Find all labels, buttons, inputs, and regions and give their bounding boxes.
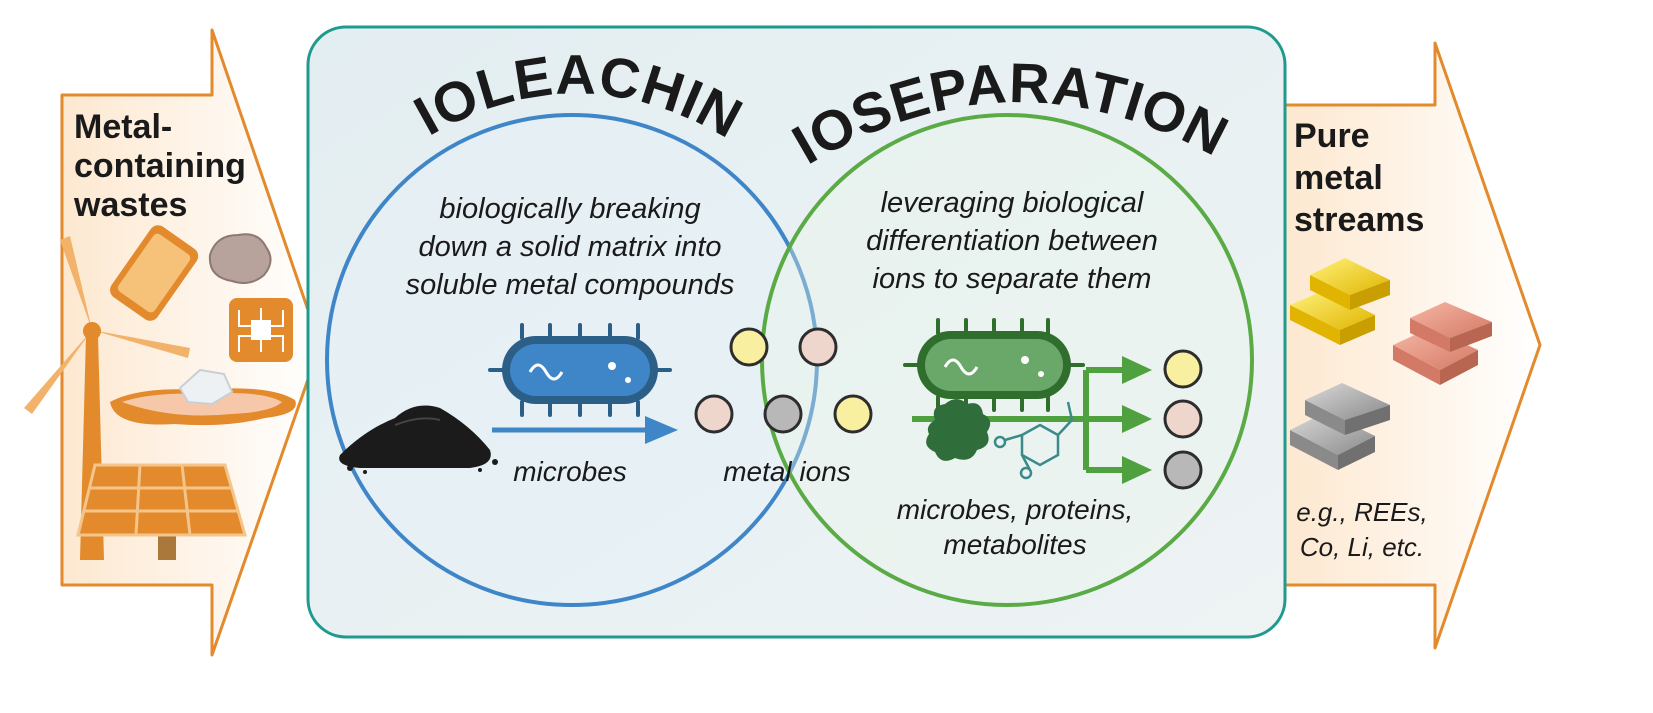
smartphone-icon — [110, 225, 199, 321]
waste-title-line-2: containing — [74, 147, 246, 185]
arrow-head — [1122, 456, 1152, 484]
circuit-board-icon — [229, 298, 293, 362]
bioseparations-desc-line-3: ions to separate them — [873, 263, 1152, 295]
rock-icon — [208, 233, 272, 284]
copper-ingot-icon — [1393, 302, 1492, 385]
agents-label-line-2: metabolites — [943, 529, 1086, 560]
examples-line-2: Co, Li, etc. — [1300, 532, 1424, 562]
arrow-head — [1122, 356, 1152, 384]
examples-line-1: e.g., REEs, — [1296, 497, 1428, 527]
metal-ions-label: metal ions — [723, 456, 851, 487]
pure-title-line-2: metal — [1294, 159, 1383, 197]
metabolite-icon — [993, 401, 1074, 480]
blue-microbe-icon — [488, 323, 672, 417]
green-microbe-icon — [903, 318, 1085, 412]
separated-ion-yellow — [1163, 349, 1203, 389]
bioseparations-desc-line-2: differentiation between — [866, 225, 1158, 257]
bioseparations-desc-line-1: leveraging biological — [881, 187, 1145, 219]
bioleaching-arrow — [492, 416, 678, 444]
arrow-head — [1122, 405, 1152, 433]
bioleaching-desc-line-3: soluble metal compounds — [406, 269, 735, 301]
molten-puddle-icon — [110, 368, 296, 426]
metal-ions-group — [694, 327, 873, 434]
solar-panel-icon — [76, 463, 247, 560]
waste-title-line-3: wastes — [73, 186, 187, 224]
silver-ingot-icon — [1290, 383, 1390, 470]
bioleaching-desc-line-2: down a solid matrix into — [418, 231, 721, 263]
waste-title-line-1: Metal- — [74, 108, 172, 146]
ion-pink — [798, 327, 838, 367]
separated-ion-pink — [1163, 399, 1203, 439]
ore-pile-icon — [339, 405, 498, 474]
ion-gray — [763, 394, 803, 434]
ion-yellow — [729, 327, 769, 367]
pure-title-line-3: streams — [1294, 201, 1424, 239]
agents-label-line-1: microbes, proteins, — [897, 494, 1134, 525]
gold-ingot-icon — [1290, 258, 1390, 345]
bioleaching-desc-line-1: biologically breaking — [439, 193, 700, 225]
protein-icon — [926, 399, 991, 461]
pure-title-line-1: Pure — [1294, 117, 1370, 155]
ion-pink — [694, 394, 734, 434]
ion-yellow — [833, 394, 873, 434]
center-panel — [306, 25, 1287, 639]
separated-ion-gray — [1163, 450, 1203, 490]
microbes-label: microbes — [513, 456, 627, 487]
